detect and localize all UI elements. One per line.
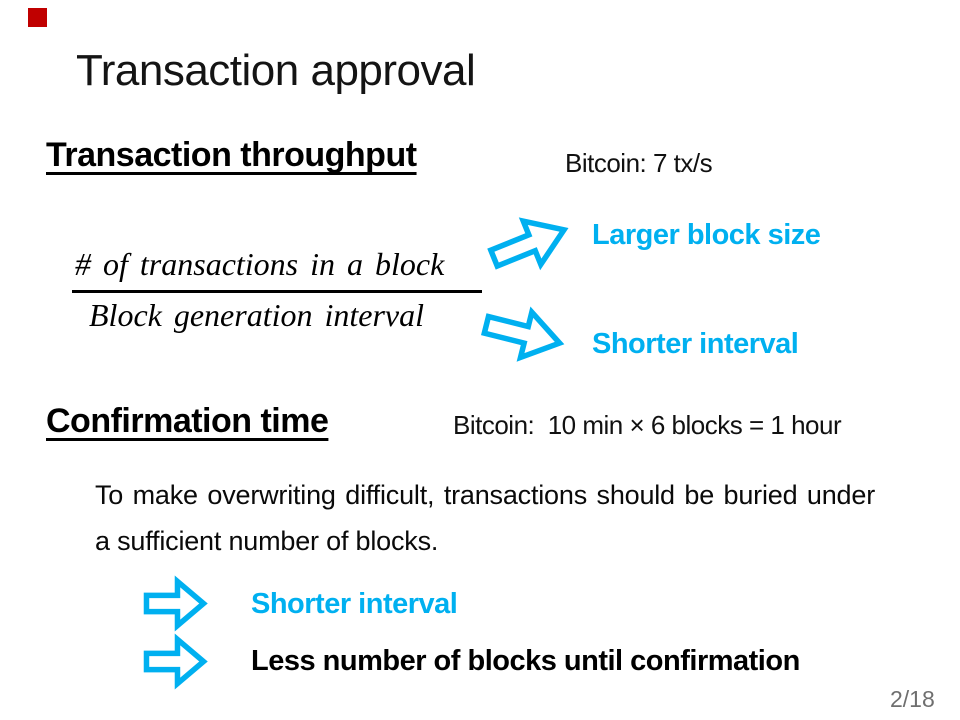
fraction-bar — [72, 290, 482, 293]
page-title: Transaction approval — [76, 46, 476, 95]
confirmation-body-text: To make overwriting difficult, transacti… — [95, 480, 875, 556]
block-arrow-up-right-icon — [480, 203, 577, 286]
confirmation-heading: Confirmation time — [46, 402, 329, 440]
formula-numerator: # of transactions in a block — [75, 246, 445, 282]
formula-denominator: Block generation interval — [89, 297, 425, 333]
label-less-blocks-until-confirmation: Less number of blocks until confirmation — [251, 645, 800, 677]
block-arrow-right-icon — [144, 577, 206, 630]
block-arrow-right-icon — [144, 635, 206, 688]
label-shorter-interval: Shorter interval — [592, 328, 799, 360]
label-larger-block-size: Larger block size — [592, 219, 821, 251]
page-number: 2/18 — [890, 686, 935, 712]
corner-accent-square — [28, 8, 47, 27]
block-arrow-down-right-icon — [476, 297, 569, 371]
label-shorter-interval-2: Shorter interval — [251, 588, 458, 620]
throughput-heading: Transaction throughput — [46, 136, 417, 174]
confirmation-note: Bitcoin: 10 min × 6 blocks = 1 hour — [453, 410, 842, 440]
throughput-note: Bitcoin: 7 tx/s — [565, 148, 713, 178]
